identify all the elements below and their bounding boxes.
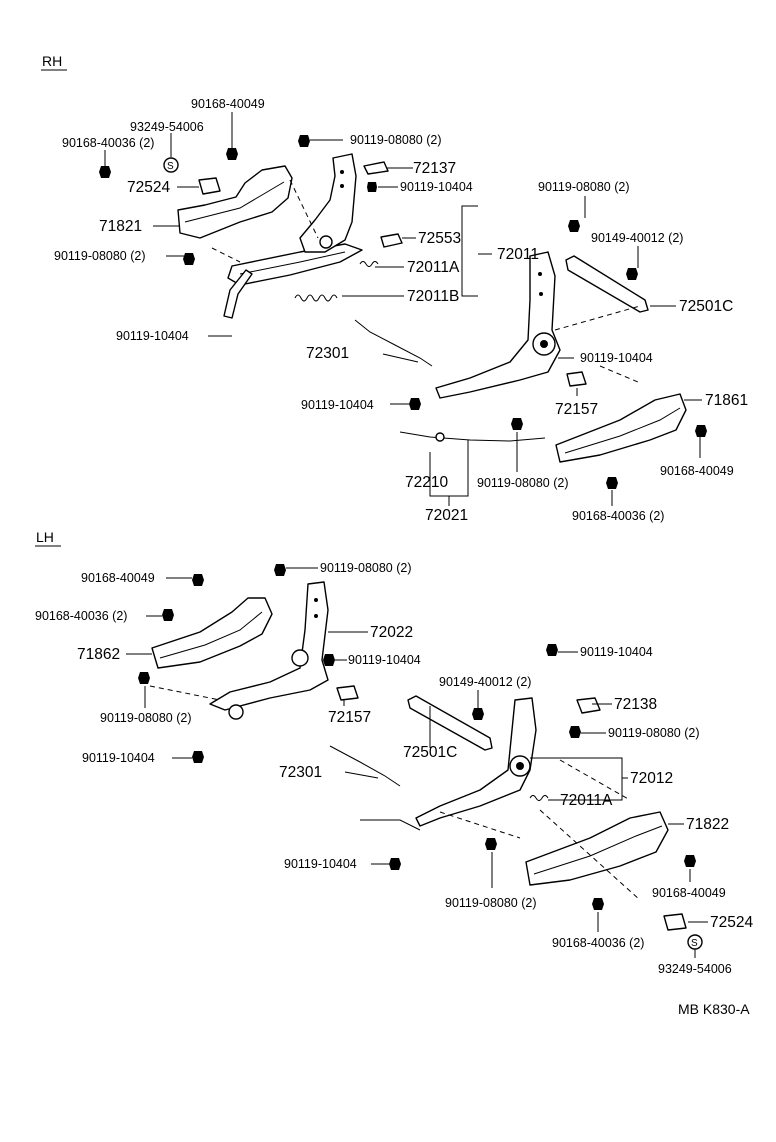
rh-label-90119-08080-c: 90119-08080 (2) bbox=[538, 180, 630, 194]
rh-label-90168-40036: 90168-40036 (2) bbox=[62, 136, 154, 150]
rh-label-72553: 72553 bbox=[418, 230, 461, 247]
rh-label-90168-40036-b: 90168-40036 (2) bbox=[572, 509, 664, 523]
lh-frame-72022 bbox=[209, 581, 329, 711]
lh-bar-72501C bbox=[407, 695, 493, 751]
lh-label-72012: 72012 bbox=[630, 770, 673, 787]
rh-label-72011A: 72011A bbox=[407, 259, 460, 276]
lh-label-90119-08080-c: 90119-08080 (2) bbox=[608, 726, 700, 740]
lh-clip-72157 bbox=[336, 685, 359, 701]
rh-label-72137: 72137 bbox=[413, 160, 456, 177]
rh-label-72501C: 72501C bbox=[679, 298, 733, 315]
rh-label-72011B: 72011B bbox=[407, 288, 459, 305]
lh-label-90119-08080-a: 90119-08080 (2) bbox=[320, 561, 412, 575]
lh-label-72157: 72157 bbox=[328, 709, 371, 726]
lh-label-90119-08080-b: 90119-08080 (2) bbox=[100, 711, 192, 725]
lh-label-90168-40049-b: 90168-40049 bbox=[652, 886, 726, 900]
rh-label-72011: 72011 bbox=[497, 246, 539, 263]
lh-cable-72301 bbox=[329, 745, 401, 787]
lh-label-90149-40012: 90149-40012 (2) bbox=[439, 675, 531, 689]
rh-spring-72011A bbox=[359, 261, 379, 267]
rh-bar-72501C bbox=[565, 255, 649, 313]
rh-label-72021: 72021 bbox=[425, 507, 468, 524]
diagram-code: MB K830-A bbox=[678, 1001, 750, 1017]
rh-screw-72137 bbox=[367, 182, 377, 192]
rh-label-71861: 71861 bbox=[705, 392, 748, 409]
rh-part-72553 bbox=[380, 233, 403, 248]
rh-part-72137 bbox=[363, 161, 389, 175]
rh-bolt-b bbox=[226, 148, 238, 160]
rh-label-90149-40012: 90149-40012 (2) bbox=[591, 231, 683, 245]
rh-label-90168-40049: 90168-40049 bbox=[191, 97, 265, 111]
lh-label-90168-40036-b: 90168-40036 (2) bbox=[552, 936, 644, 950]
rh-bolt-a bbox=[99, 166, 111, 178]
rh-right-frame bbox=[435, 251, 561, 399]
rh-cable-72210 bbox=[399, 431, 546, 442]
lh-label-72501C: 72501C bbox=[403, 744, 457, 761]
lh-labels: 90168-40049 90119-08080 (2) 90168-40036 … bbox=[35, 561, 753, 976]
lh-label-90119-08080-d: 90119-08080 (2) bbox=[445, 896, 537, 910]
rh-clip-72157 bbox=[566, 371, 587, 387]
rh-label-90119-08080-a: 90119-08080 (2) bbox=[350, 133, 442, 147]
rh-label-90119-08080-b: 90119-08080 (2) bbox=[54, 249, 146, 263]
lh-label-90119-10404-d: 90119-10404 bbox=[284, 857, 357, 871]
rh-drawings bbox=[99, 135, 707, 489]
rh-bolt-d bbox=[298, 135, 310, 147]
section-rh-label: RH bbox=[42, 53, 62, 69]
lh-label-93249-54006: 93249-54006 bbox=[658, 962, 732, 976]
lh-label-72011A: 72011A bbox=[560, 792, 613, 809]
rh-label-72210: 72210 bbox=[405, 474, 448, 491]
rh-s-circle bbox=[163, 157, 179, 173]
rh-cover-71821 bbox=[177, 165, 293, 239]
lh-cover-71862 bbox=[151, 597, 273, 669]
rh-spring-72011B bbox=[294, 294, 338, 302]
lh-clip-72524 bbox=[663, 913, 687, 931]
lh-label-71822: 71822 bbox=[686, 816, 729, 833]
lh-leaders bbox=[126, 567, 708, 958]
rh-clip-72524 bbox=[198, 177, 221, 195]
lh-frame-72012 bbox=[415, 697, 537, 827]
rh-cover-71861 bbox=[555, 393, 687, 463]
rh-labels: 90168-40049 93249-54006 90168-40036 (2) … bbox=[54, 97, 748, 524]
rh-bolt-c bbox=[183, 253, 195, 265]
rh-label-71821: 71821 bbox=[99, 218, 142, 235]
lh-drawings bbox=[138, 564, 703, 950]
lh-label-72301: 72301 bbox=[279, 764, 322, 781]
lh-label-90168-40049: 90168-40049 bbox=[81, 571, 155, 585]
rh-label-72301: 72301 bbox=[306, 345, 349, 362]
lh-spring-72011A bbox=[529, 795, 549, 801]
rh-label-90119-10404-a: 90119-10404 bbox=[400, 180, 473, 194]
rh-s-symbol: S bbox=[167, 161, 174, 172]
rh-label-90119-10404-b: 90119-10404 bbox=[116, 329, 189, 343]
section-lh-label: LH bbox=[36, 529, 54, 545]
lh-label-90168-40036: 90168-40036 (2) bbox=[35, 609, 127, 623]
lh-label-90119-10404-c: 90119-10404 bbox=[82, 751, 155, 765]
rh-recliner-arm bbox=[299, 153, 357, 253]
rh-label-90119-08080-d: 90119-08080 (2) bbox=[477, 476, 569, 490]
lh-label-72138: 72138 bbox=[614, 696, 657, 713]
lh-label-72524: 72524 bbox=[710, 914, 753, 931]
lh-label-72022: 72022 bbox=[370, 624, 413, 641]
rh-cable-72301 bbox=[354, 319, 433, 367]
rh-label-90119-10404-d: 90119-10404 bbox=[301, 398, 374, 412]
lh-cover-71822 bbox=[525, 811, 669, 886]
lh-clip-72138 bbox=[576, 697, 601, 714]
lh-label-90119-10404-a: 90119-10404 bbox=[348, 653, 421, 667]
rh-label-72524: 72524 bbox=[127, 179, 170, 196]
lh-label-90119-10404-b: 90119-10404 bbox=[580, 645, 653, 659]
lh-label-71862: 71862 bbox=[77, 646, 120, 663]
lh-s-symbol: S bbox=[691, 938, 698, 949]
rh-label-72157: 72157 bbox=[555, 401, 598, 418]
rh-label-90168-40049-b: 90168-40049 bbox=[660, 464, 734, 478]
rh-lever bbox=[223, 269, 253, 319]
rh-label-93249-54006: 93249-54006 bbox=[130, 120, 204, 134]
rh-label-90119-10404-c: 90119-10404 bbox=[580, 351, 653, 365]
rh-leaders bbox=[104, 112, 702, 506]
